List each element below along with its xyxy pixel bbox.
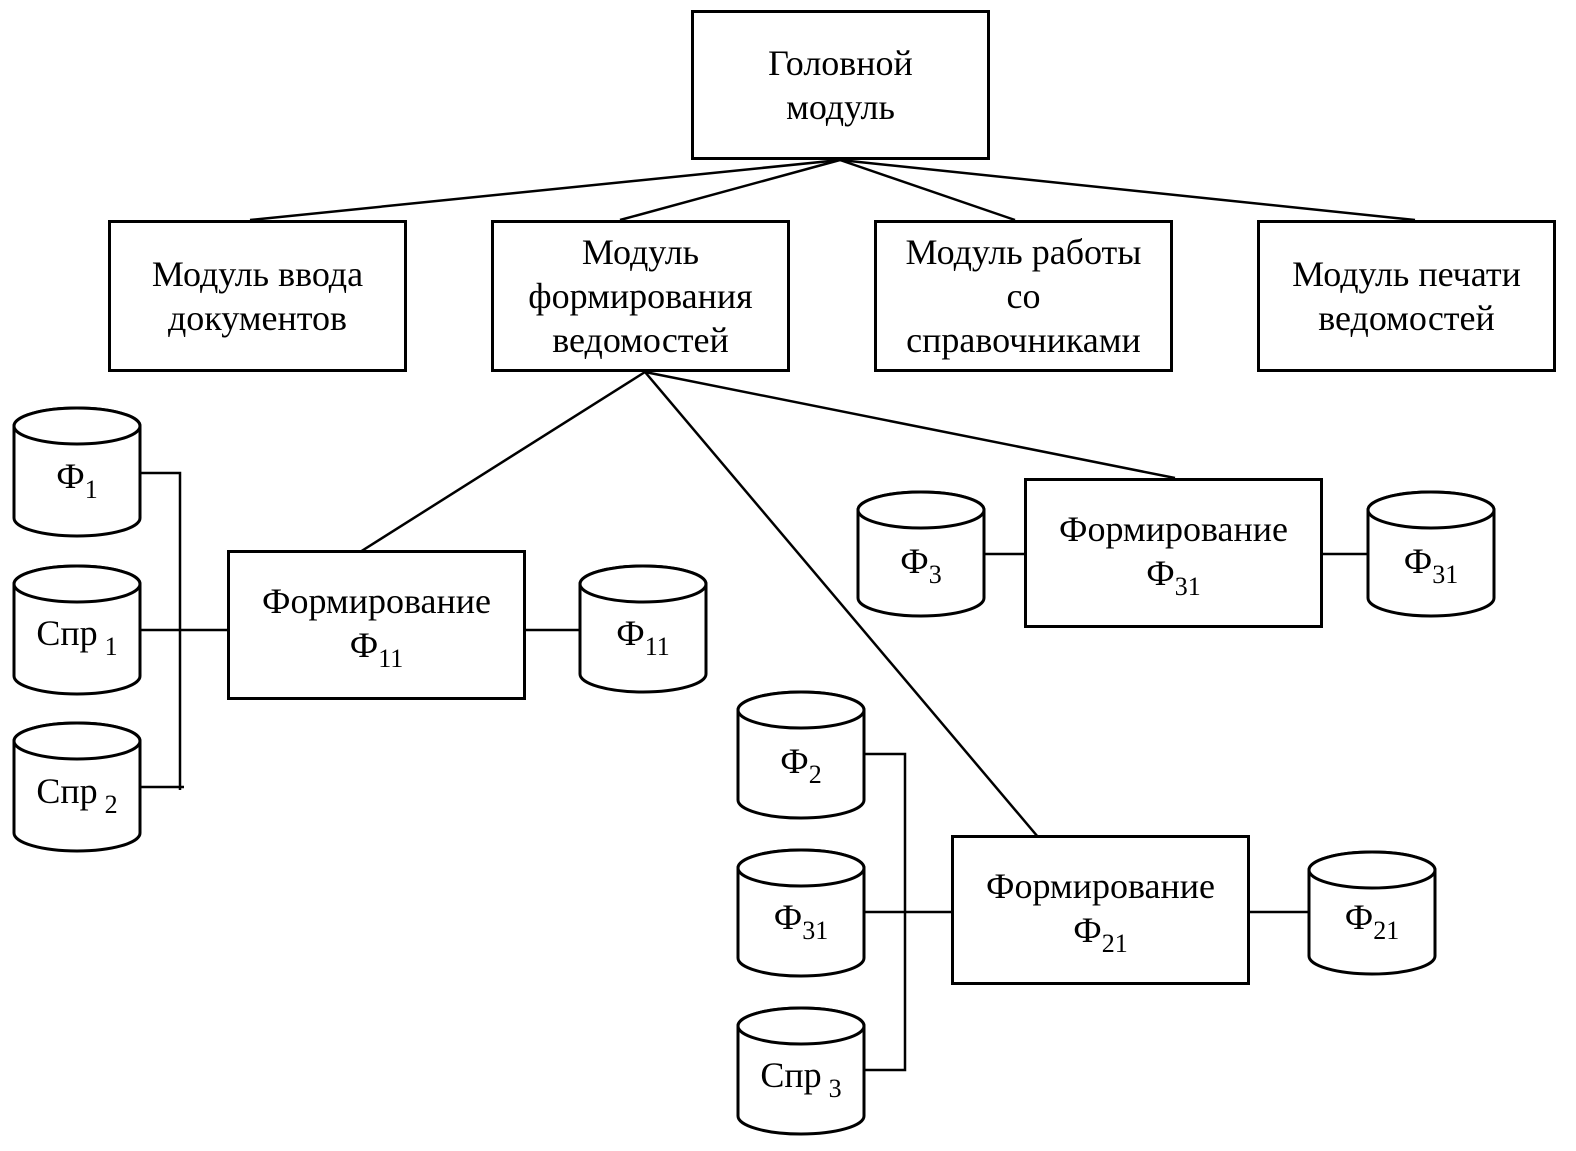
store-f3-label: Ф3	[900, 541, 942, 589]
store-f21-cylinder-top	[1307, 850, 1437, 890]
report-printing-line-1: Модуль печати	[1292, 254, 1521, 294]
bus-f1-spr2	[140, 471, 182, 790]
store-spr3-cylinder-top	[736, 1006, 866, 1046]
process-f21: Формирование Ф21	[951, 835, 1250, 985]
edge-form-p21	[644, 371, 1039, 838]
store-f31-output-cylinder-top	[1366, 490, 1496, 530]
reference-books-line-3: справочниками	[906, 320, 1141, 360]
head-module-line-2: модуль	[786, 87, 895, 127]
process-f21-code: Ф21	[1073, 910, 1128, 958]
edge-head-input	[249, 158, 841, 222]
input-documents-line-2: документов	[167, 298, 348, 338]
report-forming-line-3: ведомостей	[552, 320, 729, 360]
input-documents-module: Модуль ввода документов	[108, 220, 407, 372]
edge-head-ref	[839, 158, 1016, 222]
process-f31-label: Формирование	[1059, 509, 1288, 549]
report-printing-line-2: ведомостей	[1318, 298, 1495, 338]
report-forming-line-1: Модуль	[581, 232, 700, 272]
edge-head-print	[839, 158, 1416, 222]
store-f31-input-label: Ф31	[773, 897, 829, 945]
process-f31: Формирование Ф31	[1024, 478, 1323, 628]
store-f1-cylinder-top	[12, 406, 142, 446]
store-f21-label: Ф21	[1344, 897, 1400, 945]
store-f31-input-cylinder-top	[736, 848, 866, 888]
store-f31-output-label: Ф31	[1403, 541, 1459, 589]
edge-form-p31	[644, 370, 1176, 480]
report-forming-module: Модуль формирования ведомостей	[491, 220, 790, 372]
process-f21-label: Формирование	[986, 866, 1215, 906]
store-f11-cylinder-top	[578, 564, 708, 604]
input-documents-line-1: Модуль ввода	[151, 254, 364, 294]
head-module: Головной модуль	[691, 10, 990, 160]
process-f11-label: Формирование	[262, 581, 491, 621]
process-f11-code: Ф11	[349, 625, 404, 673]
store-f3-cylinder-top	[856, 490, 986, 530]
store-spr1-cylinder-top	[12, 564, 142, 604]
store-spr2-cylinder-top	[12, 721, 142, 761]
process-f11: Формирование Ф11	[227, 550, 526, 700]
report-forming-line-2: формирования	[528, 276, 753, 316]
store-f1-label: Ф1	[56, 456, 98, 504]
reference-books-line-1: Модуль работы	[905, 232, 1142, 272]
report-printing-module: Модуль печати ведомостей	[1257, 220, 1556, 372]
store-f11-label: Ф11	[616, 613, 670, 661]
store-f2-cylinder-top	[736, 690, 866, 730]
edge-head-form	[619, 158, 841, 222]
reference-books-line-2: со	[1006, 276, 1041, 316]
head-module-line-1: Головной	[768, 43, 913, 83]
process-f31-code: Ф31	[1146, 553, 1201, 601]
edge-form-p11	[359, 370, 646, 554]
reference-books-module: Модуль работы со справочниками	[874, 220, 1173, 372]
store-f2-label: Ф2	[780, 741, 822, 789]
